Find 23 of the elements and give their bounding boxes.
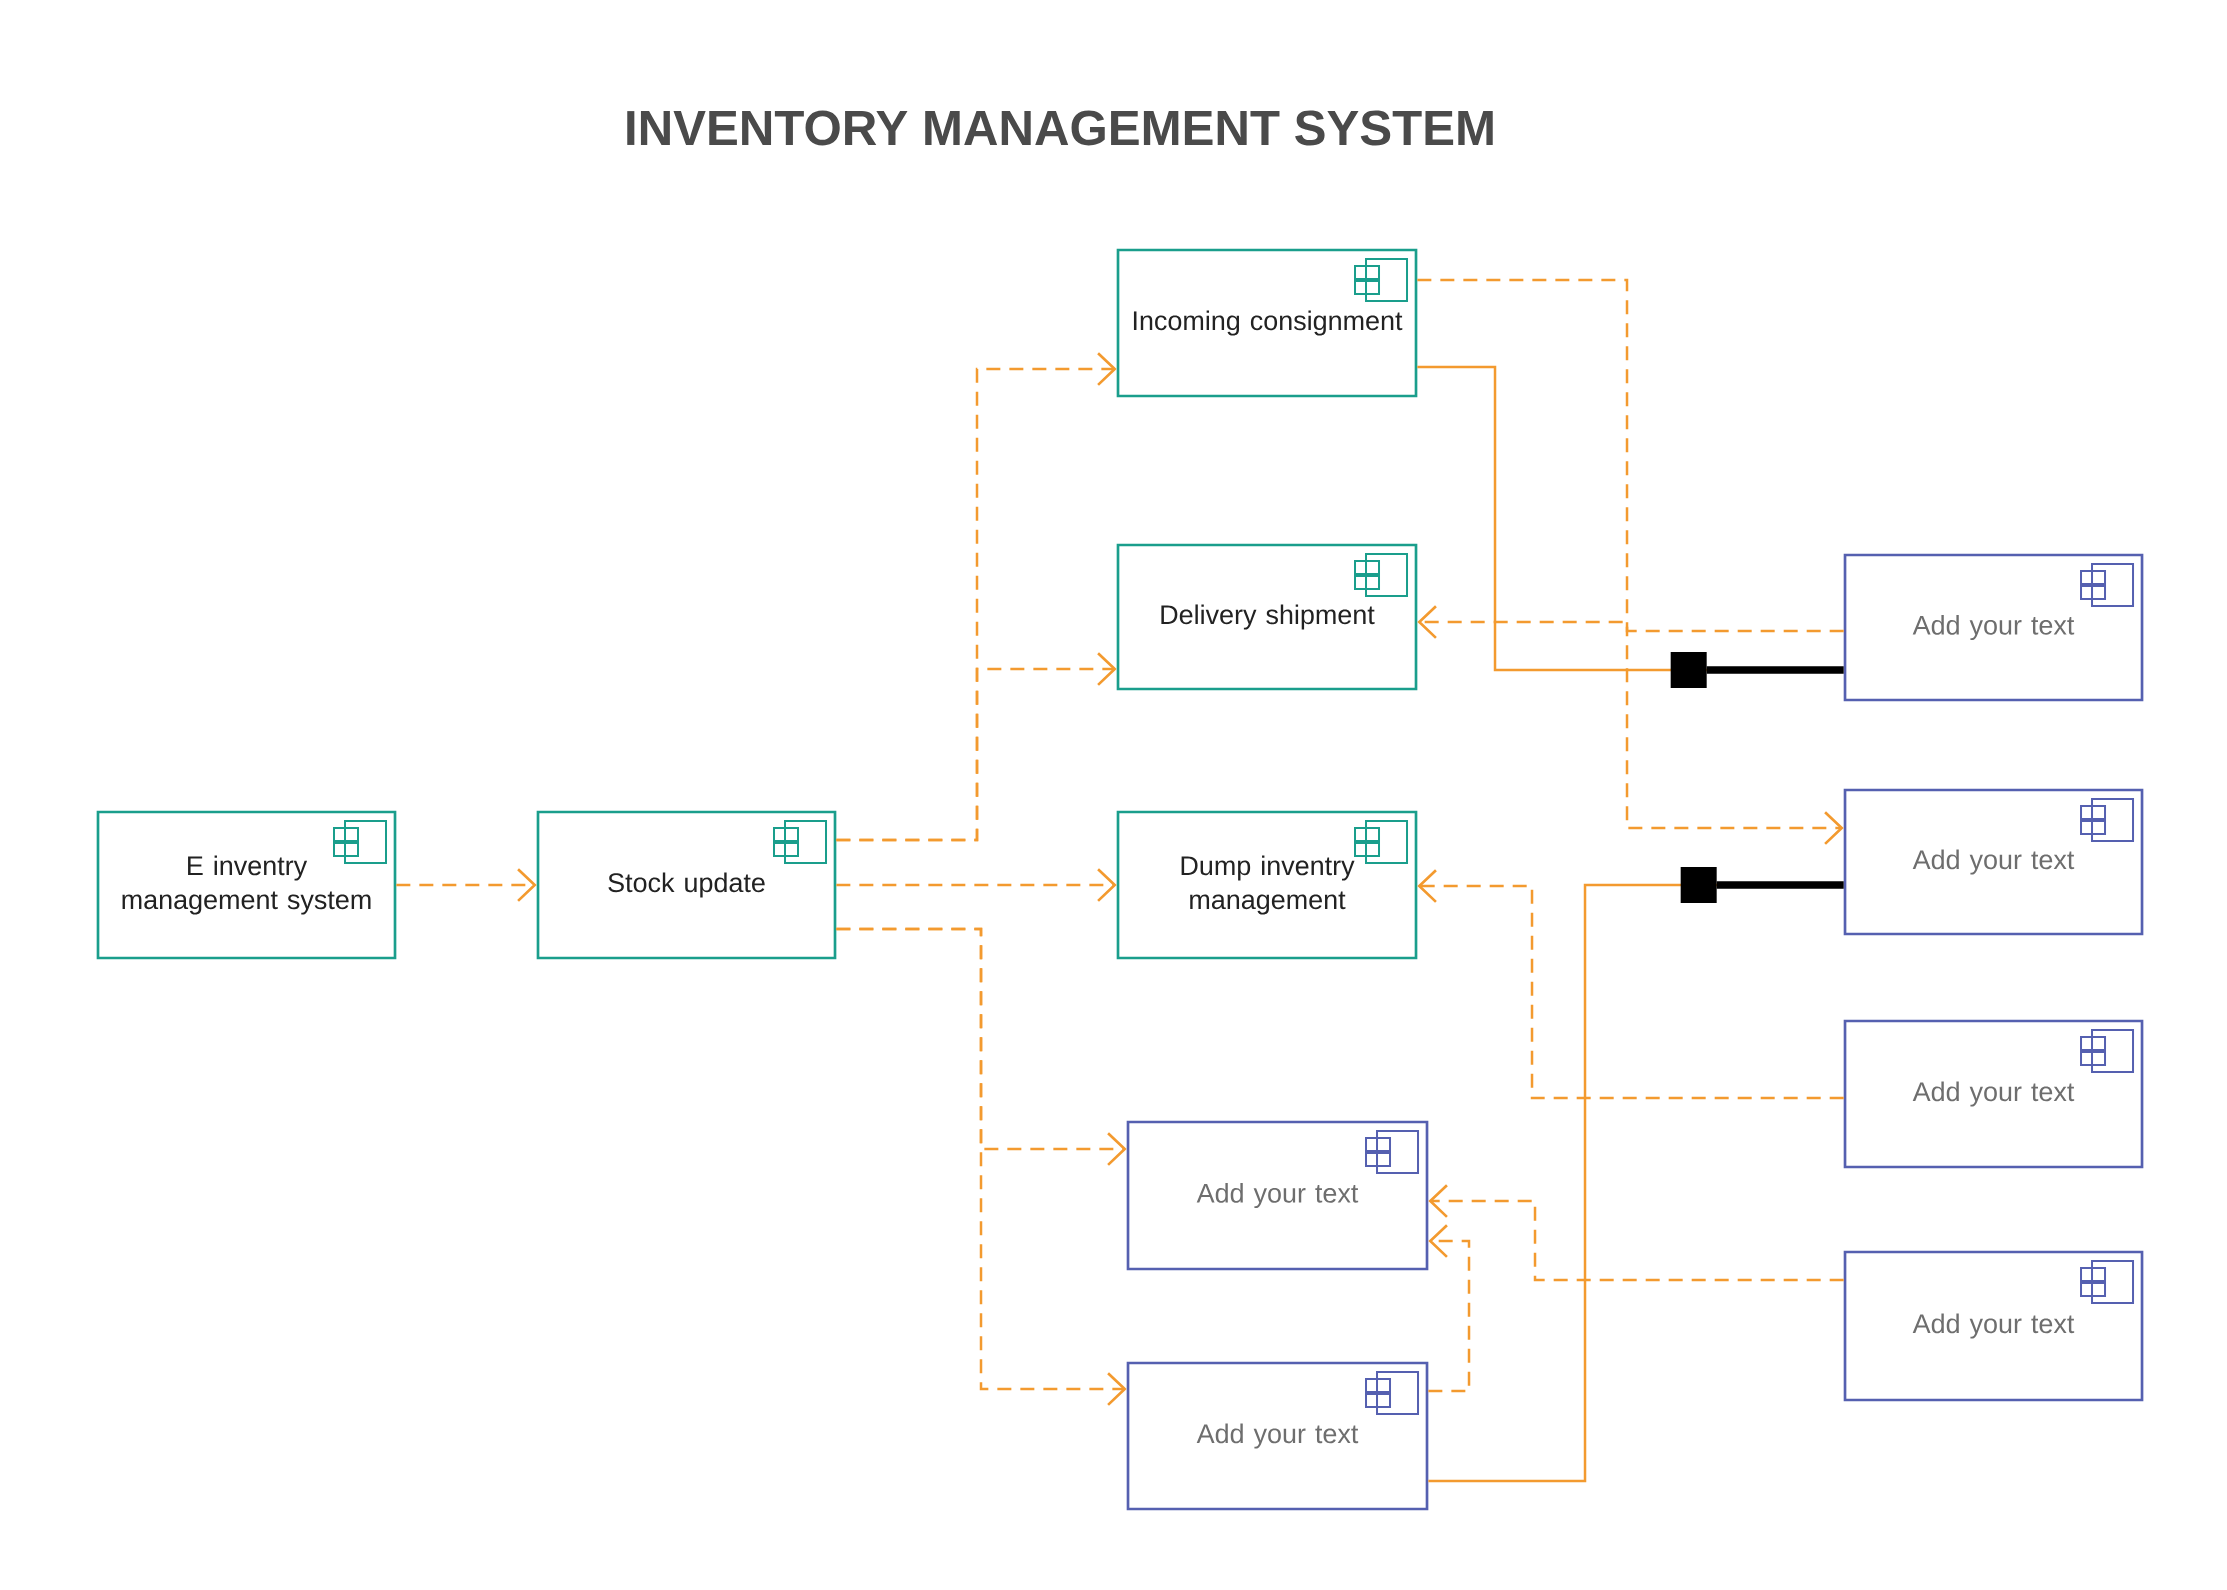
connector-arrow: [1417, 365, 1844, 688]
component-box: Add your text: [1126, 1120, 1429, 1271]
component-box: Incoming consignment: [1116, 248, 1418, 398]
component-box: Add your text: [1843, 1250, 2144, 1402]
component-box: Stock update: [536, 810, 837, 960]
title: INVENTORY MANAGEMENT SYSTEM: [627, 110, 1493, 146]
component-box: Delivery shipment: [1116, 543, 1418, 691]
connector-arrow: [836, 652, 1117, 842]
connector-arrow: [396, 868, 537, 902]
component-box: E inventry management system: [96, 810, 397, 960]
connector-arrow: [1428, 867, 1844, 1483]
connector-arrow: [1428, 1184, 1844, 1282]
connector-arrow: [836, 868, 1117, 902]
component-box: Add your text: [1843, 1019, 2144, 1169]
component-box: Add your text: [1126, 1361, 1429, 1511]
connector-arrow: [1417, 278, 1844, 845]
connector-arrow: [836, 927, 1127, 1406]
component-box: Add your text: [1843, 788, 2144, 936]
connector-arrow: [1417, 605, 1844, 639]
component-box: Add your text: [1843, 553, 2144, 702]
connector-arrow: [1417, 869, 1844, 1100]
connector-arrow: [1428, 1224, 1471, 1393]
component-box: Dump inventry management: [1116, 810, 1418, 960]
